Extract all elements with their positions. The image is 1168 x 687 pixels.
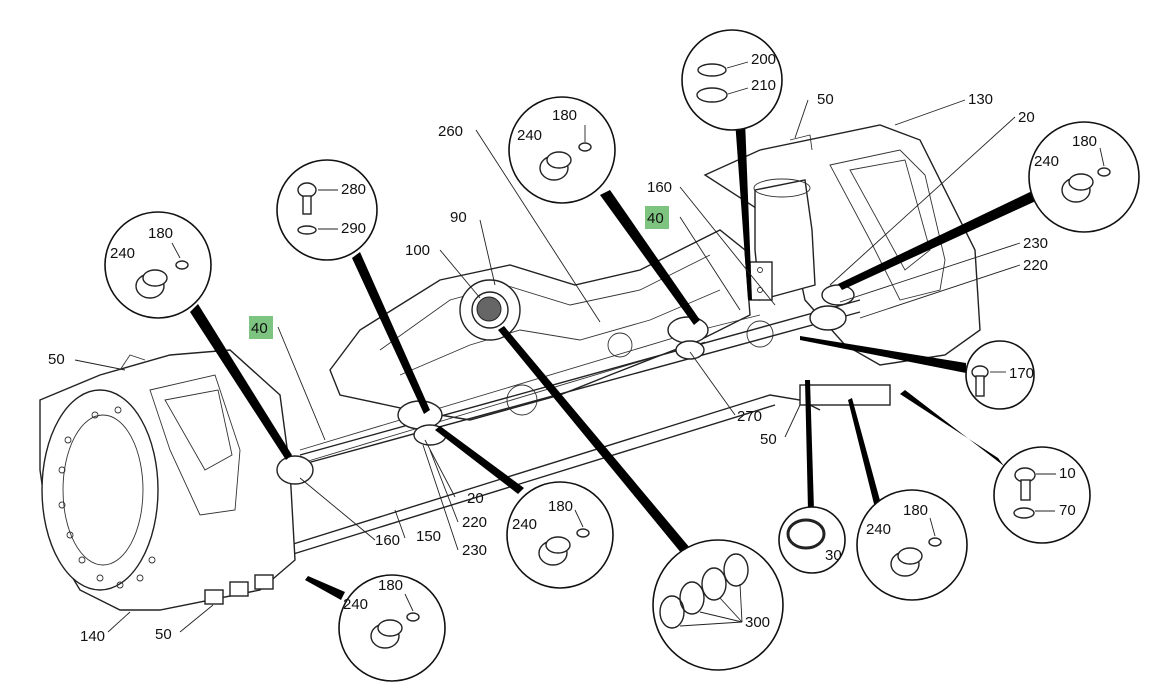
label-90: 90 bbox=[450, 209, 467, 226]
callout-bushing-top: 180 240 bbox=[508, 96, 616, 204]
label-30: 30 bbox=[825, 547, 842, 564]
label-40-left: 40 bbox=[251, 320, 268, 337]
label-220-mid: 220 bbox=[462, 514, 487, 531]
label-210: 210 bbox=[751, 77, 776, 94]
label-240-bottom-center: 240 bbox=[512, 516, 537, 533]
label-300: 300 bbox=[745, 614, 770, 631]
label-230-mid: 230 bbox=[462, 542, 487, 559]
label-130: 130 bbox=[968, 91, 993, 108]
label-220-right: 220 bbox=[1023, 257, 1048, 274]
label-260: 260 bbox=[438, 123, 463, 140]
label-180-left: 180 bbox=[148, 225, 173, 242]
callout-bushing-bottom-right: 180 240 bbox=[856, 489, 968, 601]
label-50-left: 50 bbox=[48, 351, 65, 368]
label-leaders bbox=[74, 99, 1021, 633]
label-180-top: 180 bbox=[552, 107, 577, 124]
callout-seals-200-210: 200 210 bbox=[681, 29, 783, 131]
label-170: 170 bbox=[1009, 365, 1034, 382]
highlight-40-top bbox=[645, 206, 669, 229]
label-270: 270 bbox=[737, 408, 762, 425]
callout-bolt-280-290: 280 290 bbox=[276, 159, 378, 261]
label-180-bottom-center: 180 bbox=[548, 498, 573, 515]
label-50-mid: 50 bbox=[760, 431, 777, 448]
label-10: 10 bbox=[1059, 465, 1076, 482]
label-240-top: 240 bbox=[517, 127, 542, 144]
callout-bolt-170: 170 bbox=[965, 340, 1035, 410]
part-labels: 50 130 20 260 160 40 90 100 40 50 230 22… bbox=[48, 91, 1048, 645]
label-200: 200 bbox=[751, 51, 776, 68]
label-150: 150 bbox=[416, 528, 441, 545]
label-50-bottom: 50 bbox=[155, 626, 172, 643]
callout-seals-300: 300 bbox=[652, 539, 784, 671]
label-240-left: 240 bbox=[110, 245, 135, 262]
callout-bushing-left: 180 240 bbox=[104, 211, 212, 319]
callout-bolt-10-70: 10 70 bbox=[993, 446, 1091, 544]
label-180-bottom-left: 180 bbox=[378, 577, 403, 594]
label-70: 70 bbox=[1059, 502, 1076, 519]
label-290: 290 bbox=[341, 220, 366, 237]
label-280: 280 bbox=[341, 181, 366, 198]
callout-bushing-bottom-center: 180 240 bbox=[506, 481, 614, 589]
label-240-bottom-left: 240 bbox=[343, 596, 368, 613]
label-230-right: 230 bbox=[1023, 235, 1048, 252]
callout-seal-30: 30 bbox=[778, 506, 846, 574]
label-40-top: 40 bbox=[647, 210, 664, 227]
label-180-bottom-right: 180 bbox=[903, 502, 928, 519]
callout-bushing-top-right: 180 240 bbox=[1028, 121, 1140, 233]
callout-bushing-bottom-left: 180 240 bbox=[338, 574, 446, 682]
label-140: 140 bbox=[80, 628, 105, 645]
label-240-bottom-right: 240 bbox=[866, 521, 891, 538]
label-20-mid: 20 bbox=[467, 490, 484, 507]
label-160-bottom: 160 bbox=[375, 532, 400, 549]
highlight-40-left bbox=[249, 316, 273, 339]
axle-assembly bbox=[39, 124, 981, 611]
label-160-top: 160 bbox=[647, 179, 672, 196]
label-100: 100 bbox=[405, 242, 430, 259]
label-20-top-right: 20 bbox=[1018, 109, 1035, 126]
label-50-top: 50 bbox=[817, 91, 834, 108]
label-180-top-right: 180 bbox=[1072, 133, 1097, 150]
label-240-top-right: 240 bbox=[1034, 153, 1059, 170]
